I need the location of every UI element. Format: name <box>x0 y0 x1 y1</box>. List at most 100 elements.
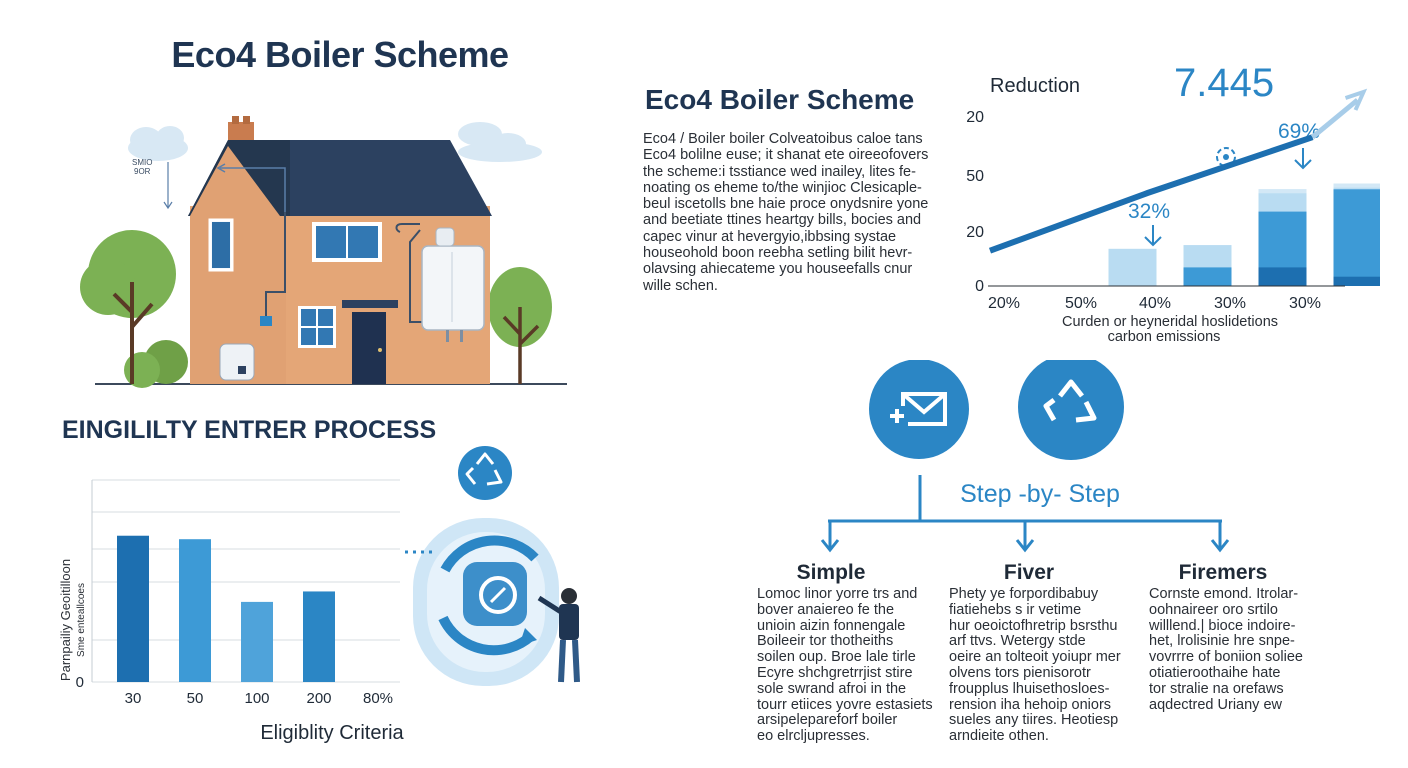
x-tick-label: 30% <box>1214 295 1246 312</box>
meter-icon <box>219 343 255 381</box>
cloud-text-1: SMIO <box>132 158 152 167</box>
x-tick-label: 20% <box>988 295 1020 312</box>
y-tick-label: 20 <box>966 224 984 241</box>
annotation-mid: 32% <box>1128 200 1170 223</box>
scheme-description: Eco4 / Boiler boiler Colveatoibus caloe … <box>643 131 943 294</box>
house-illustration: SMIO 9OR <box>80 116 567 388</box>
scheme-line: the scheme:i tsstiance wed inailey, lite… <box>643 163 916 180</box>
step-line: Boileeir tor thotheiths <box>757 633 894 650</box>
step-line: sueles any tiires. Heotiesp <box>949 712 1119 729</box>
scheme-title: Eco4 Boiler Scheme <box>645 84 915 115</box>
elig-bar-2 <box>241 601 273 682</box>
x-tick-label: 30% <box>1289 295 1321 312</box>
trend-line-light <box>1310 98 1360 140</box>
step-line: arf ttvs. Wetergy stde <box>949 633 1086 650</box>
step-line: arsipelepareforf boiler <box>757 712 898 729</box>
step-line: froupplus lhuisethosloes- <box>949 680 1110 697</box>
y-tick-label: 0 <box>76 674 84 691</box>
step-line: willlend.| bioce indoire- <box>1149 617 1296 634</box>
scheme-line: noating os eheme to/the winjioc Clesicap… <box>643 179 922 196</box>
bar-3-series-2 <box>1258 267 1307 286</box>
x-tick-label: 50 <box>187 690 204 707</box>
x-tick-label: 80% <box>363 690 393 707</box>
down-arrow-icon-top <box>1294 148 1312 170</box>
x-tick-label: 30 <box>125 690 142 707</box>
boiler-process-illustration <box>405 446 580 686</box>
recycle-icon-small <box>1216 147 1236 167</box>
step-line: oohnaireer oro srtilo <box>1149 601 1278 618</box>
step-line: vovrrre of boniion soliee <box>1149 649 1303 666</box>
scheme-line: Eco4 / Boiler boiler Colveatoibus caloe … <box>643 131 923 147</box>
scheme-line: beul iscetolls bne haie proce onydsnire … <box>643 196 929 213</box>
scheme-line: houseohold boon reebha setling bilit hev… <box>643 245 913 262</box>
step-line: rension iha hehoip oniors <box>949 696 1112 713</box>
person-figure <box>537 588 580 683</box>
boiler-icon <box>421 227 485 342</box>
step-body-fiver: Phety ye forpordibabuy fiatiehebs s ir v… <box>949 586 1121 745</box>
scheme-line: wille schen. <box>643 277 718 294</box>
trend-line-solid <box>988 134 1314 254</box>
step-line: aqdectred Uriany ew <box>1149 696 1282 713</box>
step-body-firemers: Cornste emond. Itrolar- oohnaireer oro s… <box>1149 586 1303 713</box>
reduction-caption-2: carbon emissions <box>1108 329 1221 345</box>
elig-ylabel-2: Sme enteallcoes <box>76 583 87 657</box>
reduction-caption-1: Curden or heyneridal hoslidetions <box>1062 314 1278 330</box>
tree-right-icon <box>488 267 552 384</box>
door <box>342 300 398 384</box>
x-tick-label: 100 <box>244 690 269 707</box>
elig-bar-3 <box>303 591 335 682</box>
scheme-line: olavsing ahiecateme you houseefalls cnur <box>643 261 913 278</box>
tree-left-icon <box>80 230 188 388</box>
scheme-line: Eco4 bolilne euse; it shanat ete oireeof… <box>643 147 929 164</box>
window-lower <box>298 306 336 348</box>
step-line: Lomoc linor yorre trs and <box>757 586 918 602</box>
trend-line <box>988 88 1368 254</box>
mail-plus-icon <box>869 360 969 459</box>
eligibility-title: EINGILILTY ENTRER PROCESS <box>62 416 437 444</box>
x-axis-ticks: 20%50%40%30%30% <box>988 295 1321 312</box>
step-line: Ecyre shchgretrrjist stire <box>757 664 913 681</box>
bar-2-series-1 <box>1183 267 1232 286</box>
cloud-text-2: 9OR <box>134 167 151 176</box>
step-body-simple: Lomoc linor yorre trs and bover anaiereo… <box>757 586 933 745</box>
bars <box>117 535 335 682</box>
scheme-line: and beetiate ttines heartgy bills, bocie… <box>643 212 922 229</box>
step-line: fiatiehebs s ir vetime <box>949 601 1082 618</box>
window-left <box>208 218 234 272</box>
elig-ylabel-1: Parnpailiy Geoitilloon <box>58 559 73 681</box>
cloud-icon-left <box>128 126 188 161</box>
reduction-label: Reduction <box>990 75 1080 97</box>
step-title-firemers: Firemers <box>1178 561 1268 584</box>
step-by-step-heading: Step -by- Step <box>960 480 1120 508</box>
step-line: tor stralie na orefaws <box>1149 680 1284 697</box>
step-line: sole swrand afroi in the <box>757 680 907 697</box>
y-axis-ticks: 0 <box>76 674 84 691</box>
x-tick-label: 40% <box>1139 295 1171 312</box>
y-tick-label: 0 <box>975 278 984 295</box>
y-axis-ticks: 0 20 50 20 <box>966 109 984 295</box>
step-line: Phety ye forpordibabuy <box>949 586 1099 602</box>
bar-4-series-2 <box>1333 276 1380 286</box>
recycle-icon-top <box>458 446 512 500</box>
step-line: tourr etiices yovre estasiets <box>757 696 933 713</box>
bar-cap-4 <box>1333 183 1380 188</box>
reduction-big-value: 7.445 <box>1174 61 1274 105</box>
step-diagram <box>820 360 1230 553</box>
elig-bar-0 <box>117 535 149 682</box>
scheme-line: capec vinur at hevergyio,ibbsing systae <box>643 228 897 245</box>
bar-1-series-0 <box>1108 248 1157 286</box>
y-tick-label: 20 <box>966 109 984 126</box>
step-line: eo elrcljupresses. <box>757 728 870 745</box>
y-tick-label: 50 <box>966 168 984 185</box>
step-line: otiatieroothaihe hate <box>1149 664 1281 681</box>
bar-cap-3 <box>1258 189 1307 194</box>
trend-arrowhead <box>1344 88 1368 111</box>
step-line: hur oeoictofhretrip bsrsthu <box>949 617 1118 634</box>
elig-xlabel: Eligiblity Criteria <box>260 722 404 744</box>
cloud-icon-right <box>458 122 542 162</box>
step-line: arndieite othen. <box>949 728 1049 745</box>
down-arrow-icon-mid <box>1144 225 1162 247</box>
step-line: olvens tors pienisorotr <box>949 664 1091 681</box>
step-line: Cornste emond. Itrolar- <box>1149 586 1299 602</box>
